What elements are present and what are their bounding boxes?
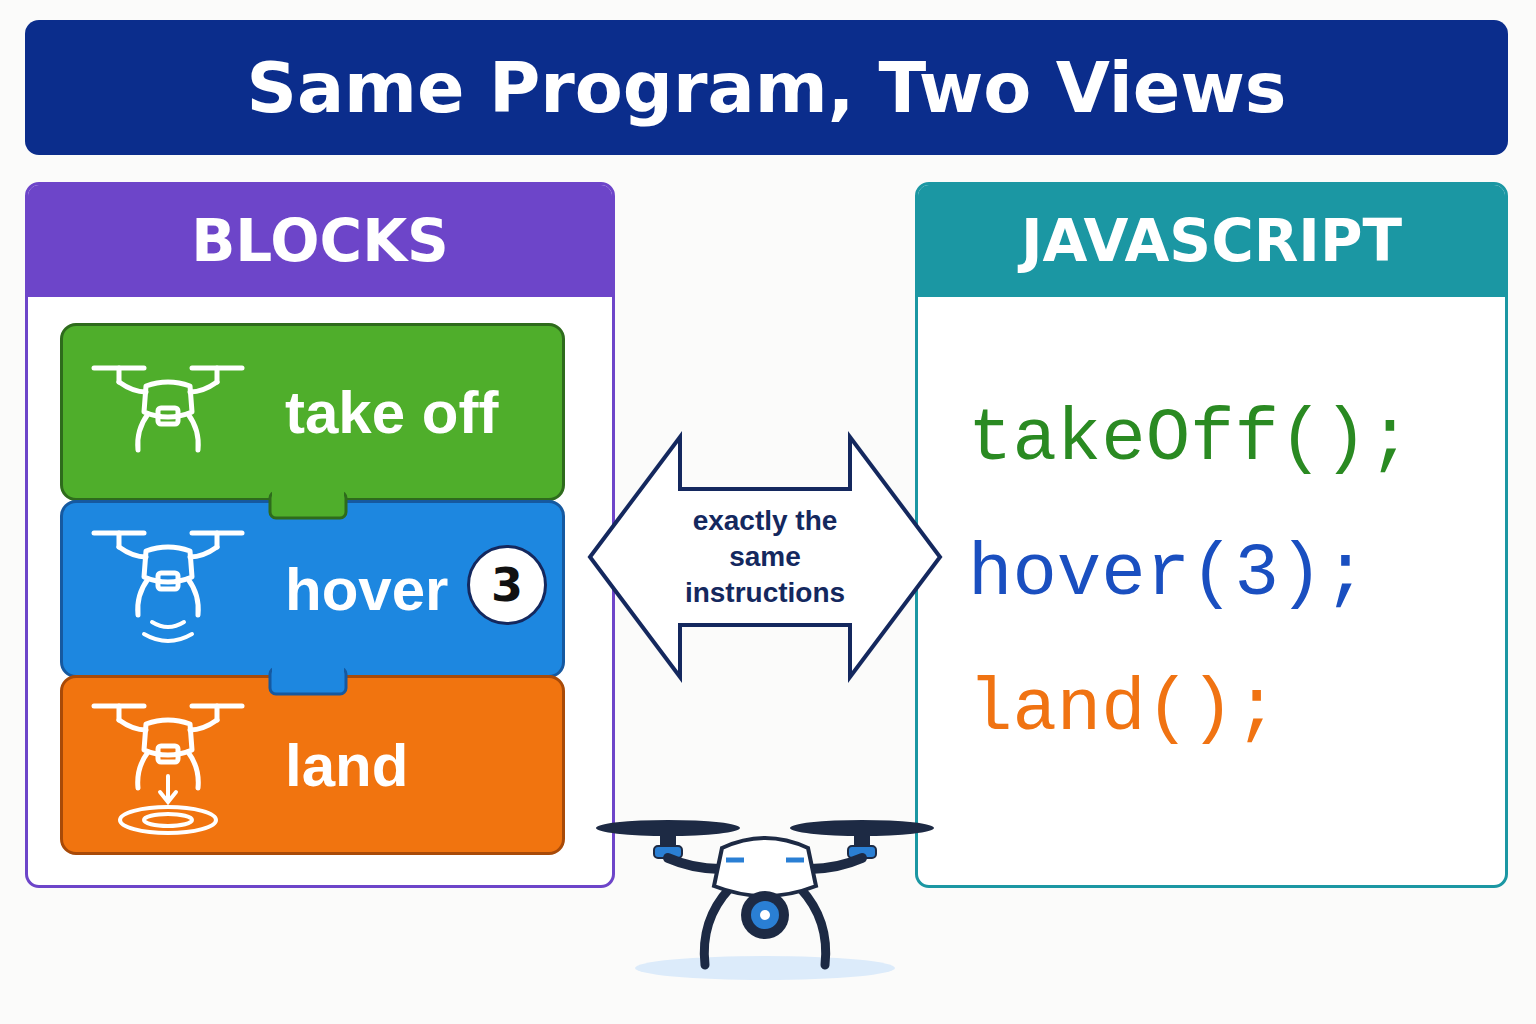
- block-tab: [272, 490, 344, 504]
- number-input: 3: [467, 545, 547, 625]
- title-bar: Same Program, Two Views: [25, 20, 1508, 155]
- hover-block: hover 3: [60, 500, 565, 678]
- drone-illustration: [596, 820, 934, 980]
- drone-icon: [94, 533, 242, 615]
- block-tab: [270, 492, 346, 518]
- land-block: land: [60, 675, 565, 855]
- arrow-label: exactly the same instructions: [677, 503, 853, 611]
- double-arrow: [590, 437, 940, 677]
- block-tab: [272, 666, 344, 680]
- code-line: land();: [968, 669, 1279, 749]
- panel-heading: BLOCKS: [28, 185, 612, 297]
- block-label: hover: [285, 503, 448, 675]
- code-line: takeOff();: [968, 399, 1412, 479]
- take-off-block: take off: [60, 323, 565, 501]
- block-label: land: [285, 678, 408, 852]
- title-text: Same Program, Two Views: [246, 47, 1286, 129]
- drone-icon: [94, 368, 242, 450]
- blocks-panel: BLOCKS take offhover 3 land: [25, 182, 615, 888]
- block-label: take off: [285, 326, 498, 498]
- panel-heading: JAVASCRIPT: [918, 185, 1505, 297]
- drone-icon: [94, 706, 242, 788]
- landing-target: [120, 776, 216, 833]
- code-line: hover(3);: [968, 534, 1368, 614]
- signal-waves: [144, 622, 192, 641]
- javascript-panel: JAVASCRIPT takeOff(); hover(3); land();: [915, 182, 1508, 888]
- block-tab: [270, 668, 346, 694]
- number-value: 3: [491, 558, 523, 612]
